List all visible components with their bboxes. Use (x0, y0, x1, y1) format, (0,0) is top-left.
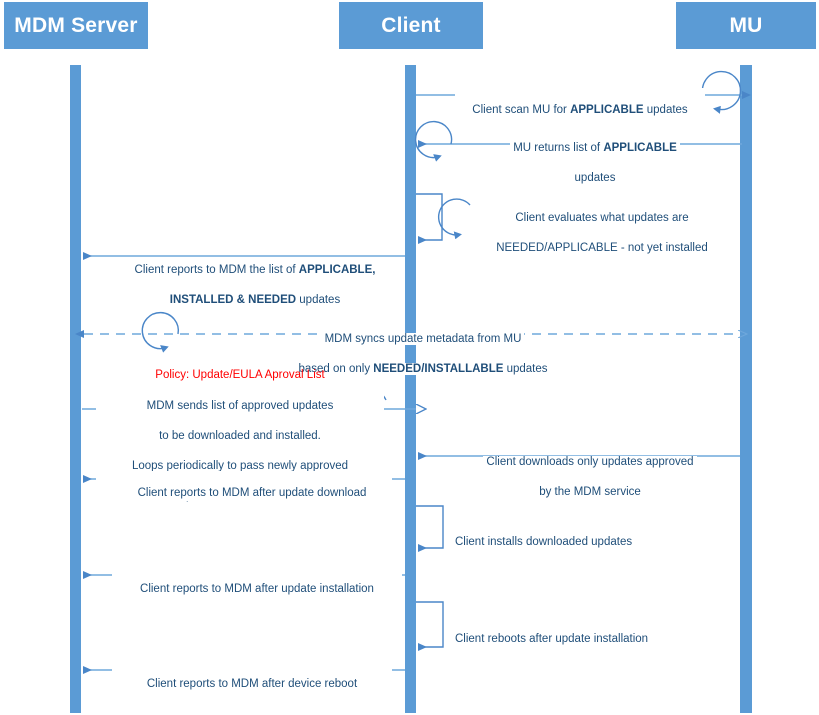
actor-header-mu: MU (676, 2, 816, 49)
m1-text-bold: APPLICABLE (570, 104, 644, 116)
m4-text-line2-post: updates (296, 294, 341, 306)
actor-header-client: Client (339, 2, 483, 49)
message-label-m4: Client reports to MDM the list of APPLIC… (110, 248, 400, 308)
m7-text-line1: Client downloads only updates approved (483, 456, 697, 468)
lifeline-mu (740, 65, 752, 713)
m8-text-line1: Client reports to MDM after update downl… (137, 487, 367, 499)
policy-note-text: Policy: Update/EULA Aproval List (155, 369, 325, 381)
m6-text-line1: MDM sends list of approved updates (146, 400, 334, 412)
message-label-m10: Client reports to MDM after update insta… (112, 567, 402, 597)
message-label-m7: Client downloads only updates approved b… (460, 440, 720, 500)
m1-text-post: updates (643, 104, 688, 116)
actor-header-mdm-server: MDM Server (4, 2, 148, 49)
m5-text-line2-post: updates (503, 363, 548, 375)
m3-text-line2: NEEDED/APPLICABLE - not yet installed (496, 242, 708, 254)
message-label-m8: Client reports to MDM after update downl… (112, 471, 392, 501)
message-arrow-m9 (416, 505, 444, 552)
m4-text-bold: APPLICABLE, (298, 264, 376, 276)
message-label-m1: Client scan MU for APPLICABLE updates (455, 88, 705, 118)
m4-text-line2-bold: INSTALLED & NEEDED (169, 294, 297, 306)
policy-note-label: Policy: Update/EULA Aproval List (120, 368, 360, 383)
m2-text-bold: APPLICABLE (603, 142, 677, 154)
message-label-m2: MU returns list of APPLICABLE updates (470, 126, 720, 186)
m5-text-line2-bold: NEEDED/INSTALLABLE (373, 363, 504, 375)
m10-text-line1: Client reports to MDM after update insta… (140, 583, 374, 595)
message-arrow-m3 (416, 193, 471, 244)
m9-text-line1: Client installs downloaded updates (455, 536, 633, 548)
m4-text-pre: Client reports to MDM the list of (134, 264, 299, 276)
m3-text-line1: Client evaluates what updates are (515, 212, 689, 224)
m12-text-line1: Client reports to MDM after device reboo… (146, 678, 358, 690)
actor-label-mu: MU (729, 14, 763, 37)
message-label-m3: Client evaluates what updates are NEEDED… (482, 196, 722, 256)
lifeline-mdm-server (70, 65, 81, 713)
actor-label-client: Client (381, 14, 441, 37)
lifeline-client (405, 65, 416, 713)
m6-text-line3: Loops periodically to pass newly approve… (131, 460, 349, 472)
m7-text-line2: by the MDM service (536, 486, 644, 498)
m11-text-line1: Client reboots after update installation (455, 633, 649, 645)
m2-text-pre: MU returns list of (513, 142, 604, 154)
actor-label-mdm-server: MDM Server (14, 14, 138, 37)
m6-text-line2: to be downloaded and installed. (159, 430, 321, 442)
m1-text-pre: Client scan MU for (472, 104, 571, 116)
m5-text-line1: MDM syncs update metadata from MU (321, 333, 525, 345)
message-label-m9: Client installs downloaded updates (455, 520, 685, 550)
message-arrow-m11 (416, 601, 444, 651)
message-label-m5: MDM syncs update metadata from MU based … (288, 317, 558, 377)
m5-text-line2-pre: based on only (298, 363, 374, 375)
m2-text-line2: updates (571, 172, 619, 184)
message-label-m12: Client reports to MDM after device reboo… (112, 662, 392, 692)
message-label-m11: Client reboots after update installation (455, 617, 705, 647)
